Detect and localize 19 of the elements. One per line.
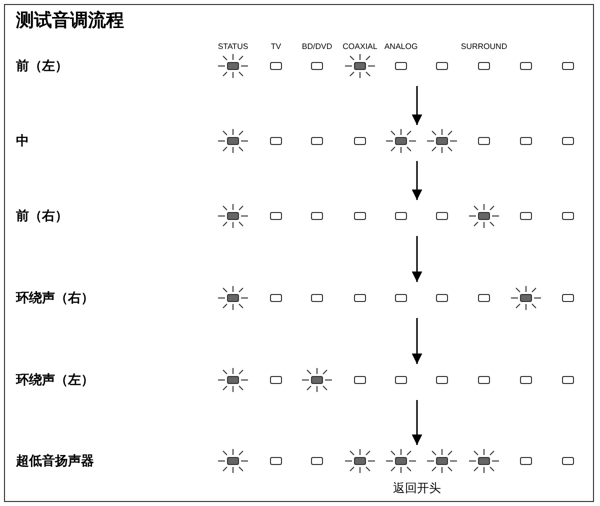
column-header: TV	[270, 42, 282, 51]
row-label: 前（右）	[16, 208, 68, 225]
column-header: COAXIAL	[342, 42, 378, 51]
column-header: STATUS	[218, 42, 248, 51]
arrow	[412, 400, 422, 445]
row-label: 中	[16, 133, 29, 150]
column-header: ANALOG	[384, 42, 418, 51]
column-header: BD/DVD	[302, 42, 332, 51]
note: 返回开头	[393, 480, 441, 497]
arrow	[412, 318, 422, 364]
arrow	[412, 236, 422, 282]
row-label: 前（左）	[16, 58, 68, 75]
title: 测试音调流程	[16, 9, 124, 32]
arrow	[412, 161, 422, 200]
row-label: 环绕声（右）	[16, 290, 94, 307]
row-label: 超低音扬声器	[16, 452, 94, 470]
column-header: SURROUND	[460, 42, 508, 51]
row-label: 环绕声（左）	[16, 372, 94, 389]
arrow	[412, 86, 422, 125]
